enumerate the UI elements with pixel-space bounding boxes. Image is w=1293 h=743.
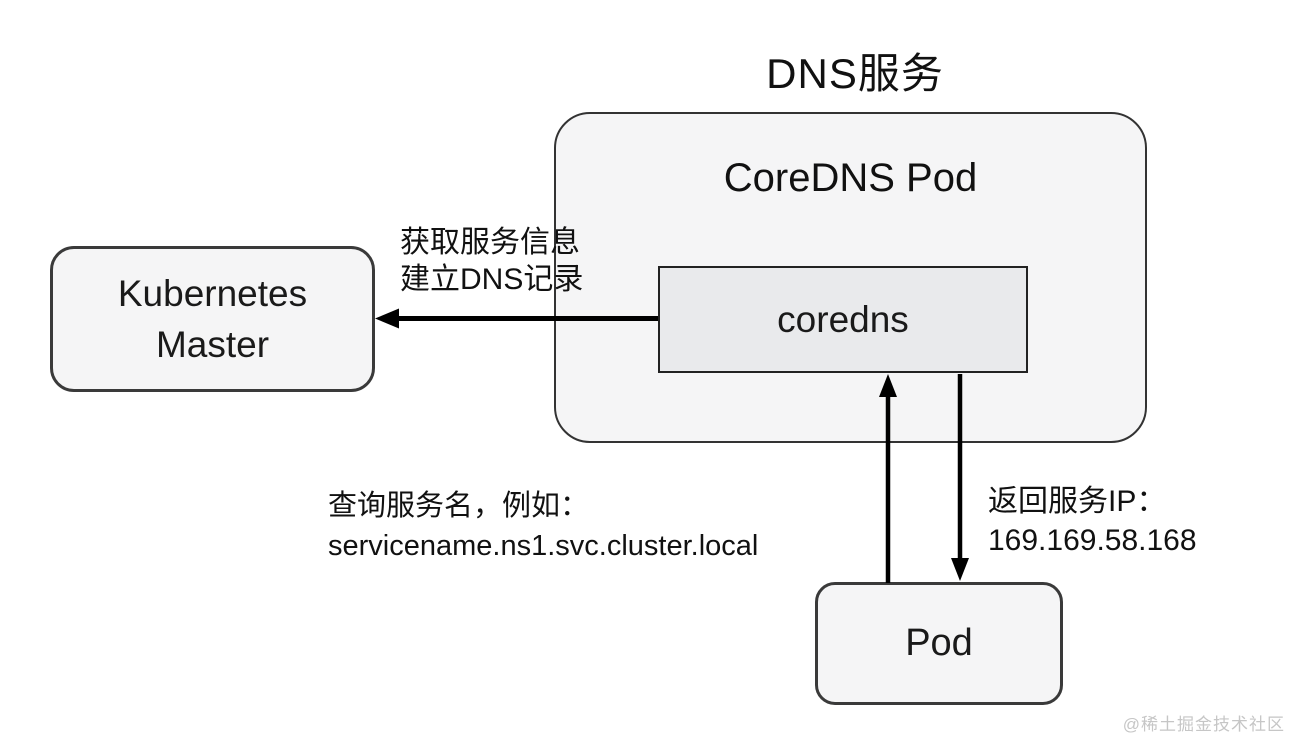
edge-label-response-line2: 169.169.58.168 [988,524,1197,557]
edge-label-query-line2: servicename.ns1.svc.cluster.local [328,530,759,562]
kubernetes-master-label: Kubernetes Master [117,272,308,365]
coredns-label: coredns [777,298,909,340]
edge-label-query-service-name: 查询服务名，例如： servicename.ns1.svc.cluster.lo… [328,486,758,566]
coredns-pod-container-label: CoreDNS Pod [723,156,978,200]
diagram-title: DNS服务 [766,50,944,97]
edge-label-response-line1: 返回服务IP： [988,485,1167,518]
edge-label-get-service-line2: 建立DNS记录 [400,263,584,296]
pod-label: Pod [905,622,973,664]
edge-label-get-service-line1: 获取服务信息 [400,226,580,259]
coredns-node: coredns [658,266,1028,373]
edge-label-get-service-info: 获取服务信息 建立DNS记录 [400,224,583,298]
kubernetes-master-node: Kubernetes Master [50,246,375,392]
pod-node: Pod [815,582,1063,705]
edge-label-query-line1: 查询服务名，例如： [328,490,590,522]
edge-label-return-service-ip: 返回服务IP： 169.169.58.168 [988,482,1197,560]
watermark-text: @稀土掘金技术社区 [1122,715,1285,734]
